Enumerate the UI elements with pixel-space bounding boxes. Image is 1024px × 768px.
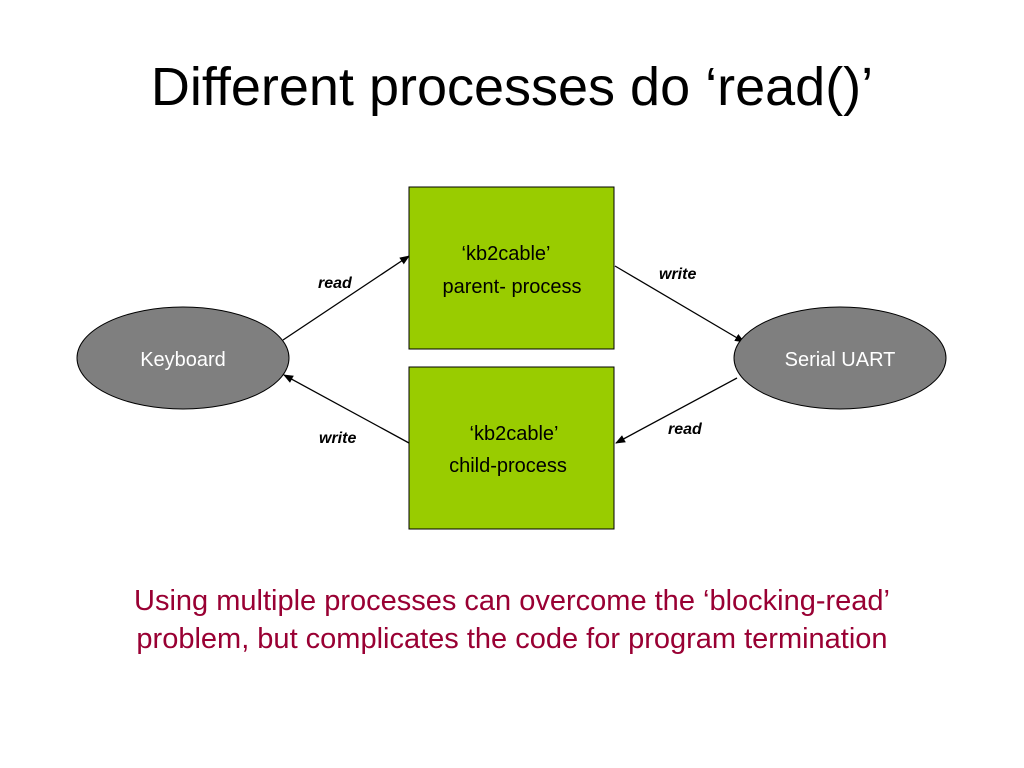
- slide-title: Different processes do ‘read()’: [150, 57, 874, 117]
- child-process-label-line1: ‘kb2cable’: [470, 423, 559, 445]
- edge-label-child-to-keyboard: write: [319, 430, 356, 447]
- caption-line-2: problem, but complicates the code for pr…: [136, 623, 888, 655]
- serial-uart-label: Serial UART: [785, 349, 896, 371]
- edge-label-parent-to-uart: write: [659, 266, 696, 283]
- keyboard-label: Keyboard: [140, 349, 226, 371]
- edge-parent-to-uart: [614, 265, 745, 343]
- keyboard-node: [76, 306, 290, 410]
- edge-keyboard-to-parent: [282, 255, 410, 341]
- parent-process-label-line1: ‘kb2cable’: [462, 243, 551, 265]
- caption-line-1: Using multiple processes can overcome th…: [134, 585, 890, 617]
- serial-uart-node: [733, 306, 947, 410]
- slide-caption: Using multiple processes can overcome th…: [0, 582, 1024, 658]
- edge-label-uart-to-child: read: [668, 421, 703, 438]
- edge-child-to-keyboard: [283, 374, 410, 444]
- parent-process-box: [408, 186, 615, 350]
- child-process-label-line2: child-process: [449, 455, 567, 477]
- edge-label-keyboard-to-parent: read: [318, 275, 353, 292]
- parent-process-label-line2: parent- process: [443, 276, 582, 298]
- edge-uart-to-child: [615, 377, 738, 444]
- child-process-box: [408, 366, 615, 530]
